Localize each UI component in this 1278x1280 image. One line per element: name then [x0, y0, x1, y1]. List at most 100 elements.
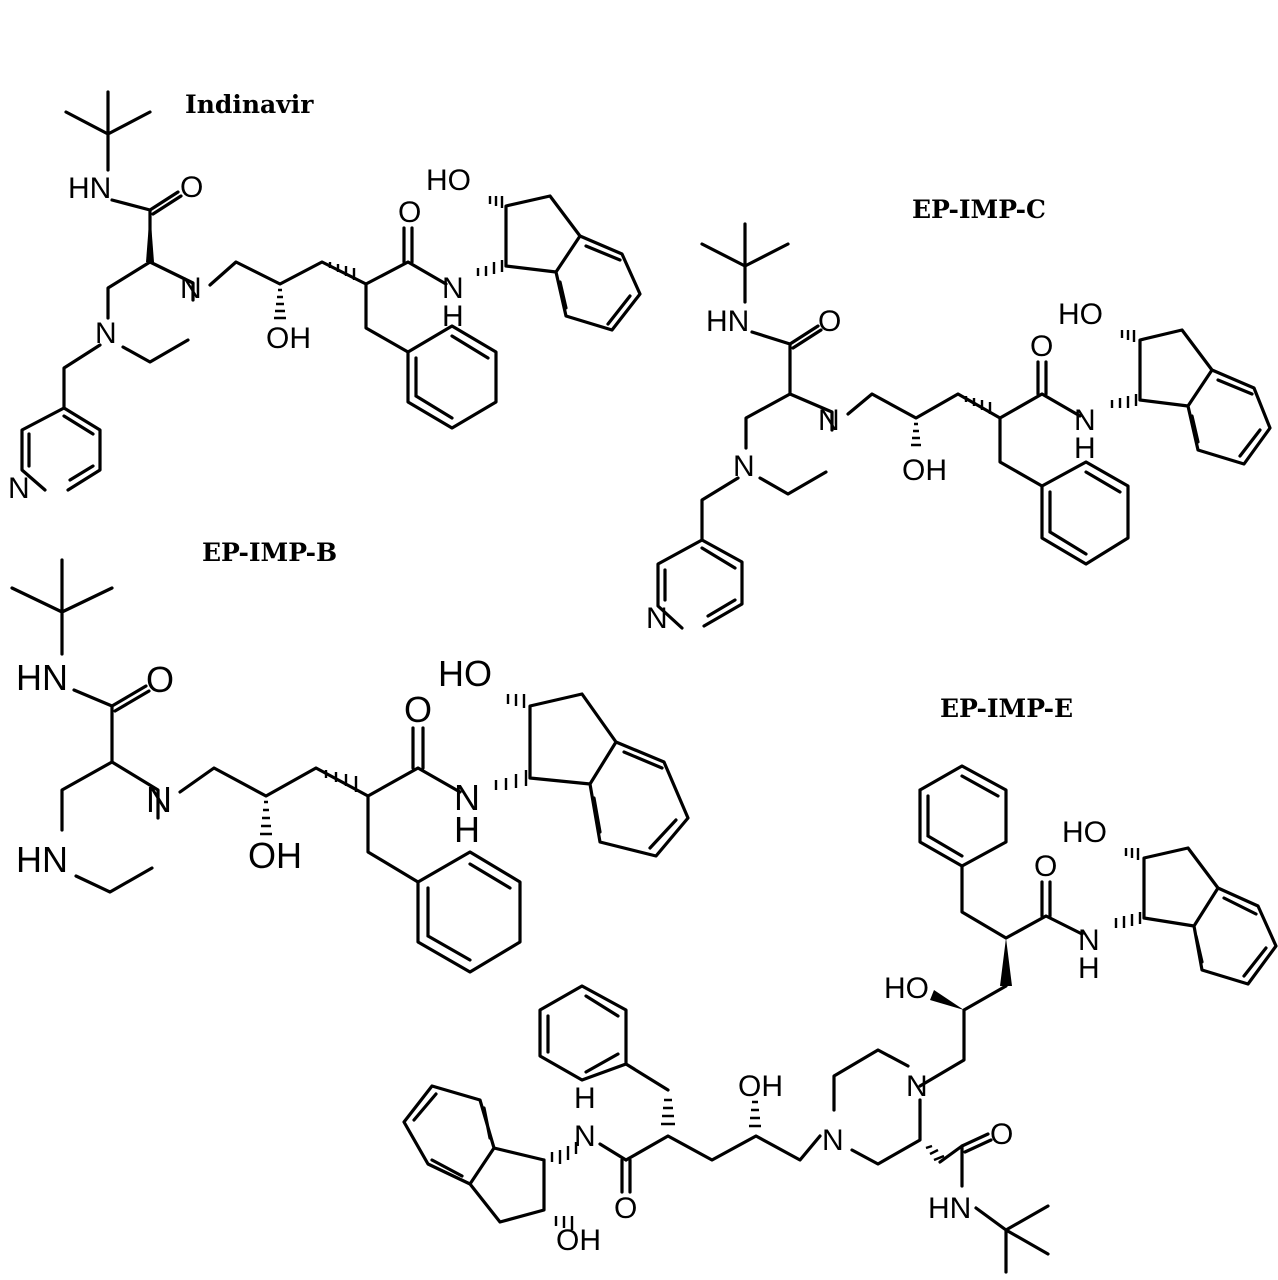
- stereo-hash: [925, 1144, 945, 1162]
- piperazine-ring: [60, 760, 160, 894]
- pyridylmethyl-group: [656, 476, 744, 630]
- indane-ring: [1138, 328, 1272, 466]
- amide-bond: [1040, 880, 1052, 918]
- structure-title: Indinavir: [185, 90, 314, 119]
- atom-o: O: [990, 1118, 1013, 1151]
- stereo-hash: [550, 1142, 578, 1164]
- chain-bonds: [960, 864, 1084, 940]
- stereo-hash: [328, 262, 356, 280]
- atom-hn-piperazine: HN: [16, 839, 68, 880]
- atom-h: H: [1074, 432, 1096, 465]
- atom-ho: HO: [438, 653, 492, 694]
- phenyl-ring: [918, 764, 1008, 868]
- tert-butyl-group: [64, 90, 152, 172]
- stereo-wedge: [930, 990, 964, 1010]
- phenyl-ring: [538, 984, 670, 1092]
- structure-ep-imp-c: EP-IMP-C HN O N N N OH O N H HO: [646, 195, 1272, 635]
- structure-title: EP-IMP-B: [202, 538, 337, 567]
- indane-ring: [1142, 846, 1278, 986]
- pyridylmethyl-group: [20, 343, 102, 492]
- atom-n-piperazine: N: [906, 1070, 928, 1103]
- structure-title: EP-IMP-E: [940, 694, 1073, 723]
- chain-bonds: [598, 1142, 628, 1162]
- chain-bonds: [846, 392, 1082, 488]
- stereo-hash: [964, 396, 992, 414]
- structure-indinavir: Indinavir HN O N N N OH O N H HO: [8, 90, 642, 505]
- indane-ring: [402, 1084, 546, 1224]
- atom-o: O: [818, 305, 841, 338]
- chain-bonds: [918, 984, 1008, 1088]
- atom-o: O: [398, 196, 421, 229]
- atom-o: O: [614, 1192, 637, 1225]
- stereo-hash: [749, 1100, 761, 1128]
- atom-n-amide: N: [442, 272, 464, 305]
- phenyl-ring: [406, 324, 498, 430]
- atom-o: O: [146, 659, 174, 700]
- atom-n-amide: N: [1074, 404, 1096, 437]
- structure-title: EP-IMP-C: [912, 195, 1046, 224]
- atom-hn: HN: [16, 657, 68, 698]
- amide-bond: [411, 726, 425, 770]
- atom-ho: HO: [426, 164, 471, 197]
- atom-n-piperazine: N: [822, 1124, 844, 1157]
- atom-ho: HO: [1062, 816, 1107, 849]
- amide-bond: [938, 1132, 993, 1188]
- atom-h: H: [1078, 952, 1100, 985]
- atom-o: O: [404, 689, 432, 730]
- atom-oh: OH: [902, 454, 947, 487]
- stereo-hash: [274, 288, 286, 320]
- stereo-hash: [1124, 848, 1140, 860]
- atom-oh: OH: [738, 1070, 783, 1103]
- atom-h: H: [442, 300, 464, 333]
- chain-bonds: [178, 766, 462, 884]
- atom-o: O: [180, 171, 203, 204]
- atom-hn: HN: [68, 172, 111, 205]
- piperazine-ring: [744, 392, 834, 496]
- atom-n-piperazine: N: [95, 317, 117, 350]
- atom-hn: HN: [928, 1192, 971, 1225]
- tert-butyl-group: [700, 222, 790, 304]
- stereo-hash: [488, 196, 504, 208]
- atom-ho: HO: [884, 972, 929, 1005]
- chain-bonds: [624, 1134, 822, 1162]
- atom-n-amide: N: [454, 777, 480, 818]
- atom-hn: HN: [706, 305, 749, 338]
- stereo-hash: [1110, 394, 1138, 408]
- atom-ho: HO: [1058, 298, 1103, 331]
- piperazine-ring: [106, 260, 195, 364]
- atom-h: H: [454, 809, 480, 850]
- atom-n-piperazine: N: [818, 404, 840, 437]
- atom-o: O: [1030, 330, 1053, 363]
- stereo-hash: [506, 694, 526, 708]
- stereo-hash: [661, 1098, 675, 1126]
- atom-n-pyridine: N: [8, 472, 30, 505]
- atom-n-pyridine: N: [646, 602, 668, 635]
- atom-n-piperazine: N: [180, 272, 202, 305]
- atom-n-piperazine: N: [733, 450, 755, 483]
- atom-oh: OH: [556, 1224, 601, 1257]
- stereo-hash: [324, 770, 358, 792]
- stereo-hash: [476, 260, 504, 276]
- stereo-hash: [260, 800, 272, 836]
- stereo-hash: [494, 770, 528, 790]
- amide-bond: [72, 684, 151, 764]
- stereo-wedge: [146, 210, 154, 262]
- atom-o: O: [1034, 850, 1057, 883]
- stereo-hash: [1120, 330, 1136, 342]
- tert-butyl-group: [10, 558, 114, 656]
- atom-n-piperazine: N: [146, 779, 172, 820]
- atom-oh: OH: [266, 322, 311, 355]
- indane-ring: [528, 692, 690, 858]
- stereo-hash: [1114, 912, 1142, 928]
- phenyl-ring: [416, 850, 522, 974]
- atom-n-amide: N: [574, 1120, 596, 1153]
- amide-bond: [402, 226, 414, 264]
- indane-ring: [504, 194, 642, 332]
- atom-h: H: [574, 1082, 596, 1115]
- chain-bonds: [208, 260, 448, 354]
- atom-oh: OH: [248, 835, 302, 876]
- amide-bond: [110, 190, 183, 262]
- phenyl-ring: [1040, 460, 1130, 566]
- structure-ep-imp-b: EP-IMP-B HN O HN N OH O N H HO: [10, 538, 690, 974]
- amide-bond: [750, 324, 823, 396]
